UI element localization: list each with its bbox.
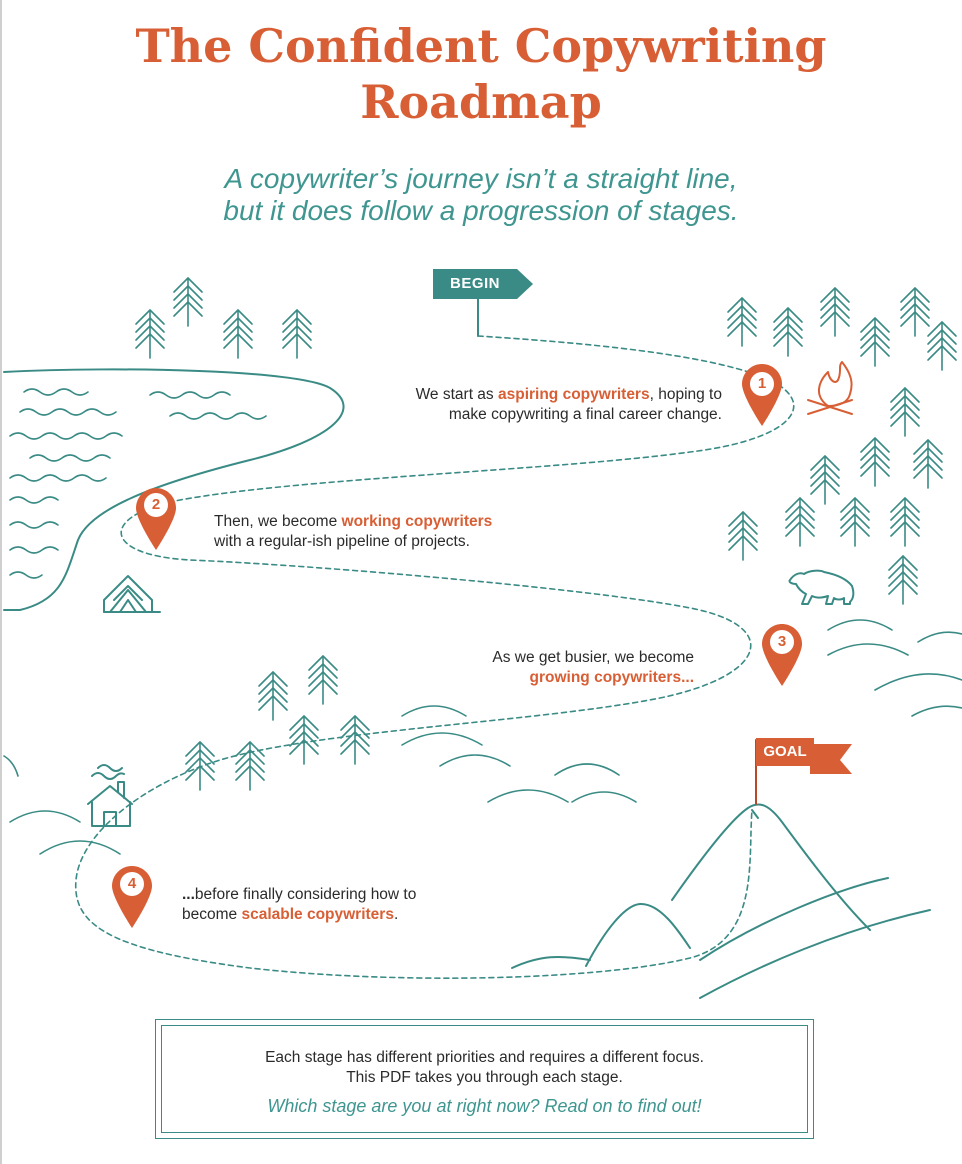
stage-2-highlight: working copywriters bbox=[341, 513, 493, 530]
hills bbox=[3, 619, 962, 855]
page-title-line1: The Confident Copywriting bbox=[135, 19, 827, 73]
goal-flag-label: GOAL bbox=[756, 738, 814, 766]
stage-1-highlight: aspiring copywriters bbox=[497, 386, 650, 403]
stage-1-tail: , hoping to bbox=[649, 386, 722, 403]
stage-1-text: We start as aspiring copywriters, hoping… bbox=[330, 385, 722, 425]
bear-icon bbox=[788, 569, 855, 605]
stage-1-line2: make copywriting a final career change. bbox=[448, 406, 722, 423]
pin-number-1: 1 bbox=[757, 375, 767, 392]
stage-2-text: Then, we become working copywriters with… bbox=[214, 512, 554, 552]
begin-sign: BEGIN bbox=[433, 269, 533, 299]
pin-number-2: 2 bbox=[151, 496, 161, 513]
callout-question: Which stage are you at right now? Read o… bbox=[267, 1096, 702, 1116]
tree-icon bbox=[135, 277, 957, 791]
page-subtitle-line1: A copywriter’s journey isn’t a straight … bbox=[224, 163, 738, 194]
stage-4-highlight: scalable copywriters bbox=[241, 906, 394, 923]
campfire-icon bbox=[807, 361, 853, 415]
lake-shore bbox=[3, 368, 345, 611]
page-edge-rule bbox=[0, 0, 2, 1164]
stage-4-text: ...before finally considering how to bec… bbox=[182, 885, 522, 925]
map-pin-centers bbox=[120, 372, 794, 896]
page-title-line2: Roadmap bbox=[360, 75, 602, 129]
lake-waves bbox=[9, 388, 267, 579]
stage-2-lead: Then, we become bbox=[214, 513, 342, 530]
stage-3-line1: As we get busier, we become bbox=[492, 649, 694, 666]
route-path bbox=[74, 335, 795, 979]
tent-icon bbox=[103, 575, 161, 613]
callout-box: Each stage has different priorities and … bbox=[155, 1019, 814, 1139]
callout-inner-border: Each stage has different priorities and … bbox=[161, 1025, 808, 1133]
stage-2-line2: with a regular-ish pipeline of projects. bbox=[214, 533, 470, 550]
stage-4-line2-lead: become bbox=[182, 906, 242, 923]
stage-3-highlight: growing copywriters... bbox=[529, 669, 695, 686]
cabin-icon bbox=[87, 764, 133, 827]
page-title: The Confident Copywriting Roadmap bbox=[0, 18, 962, 130]
callout-line-2: This PDF takes you through each stage. bbox=[346, 1069, 623, 1086]
page-subtitle: A copywriter’s journey isn’t a straight … bbox=[0, 163, 962, 227]
mountain-icon bbox=[511, 803, 931, 999]
map-pin-icon bbox=[112, 364, 802, 928]
pin-number-4: 4 bbox=[127, 875, 137, 892]
stage-1-lead: We start as bbox=[415, 386, 498, 403]
page-subtitle-line2: but it does follow a progression of stag… bbox=[223, 195, 739, 226]
pin-number-3: 3 bbox=[777, 633, 787, 650]
callout-line-1: Each stage has different priorities and … bbox=[265, 1049, 704, 1066]
stage-4-line1: before finally considering how to bbox=[194, 886, 417, 903]
stage-3-text: As we get busier, we become growing copy… bbox=[390, 648, 694, 688]
flag-icon bbox=[810, 744, 852, 774]
stage-4-ellipsis: ... bbox=[182, 886, 195, 903]
stage-4-period: . bbox=[393, 906, 399, 923]
